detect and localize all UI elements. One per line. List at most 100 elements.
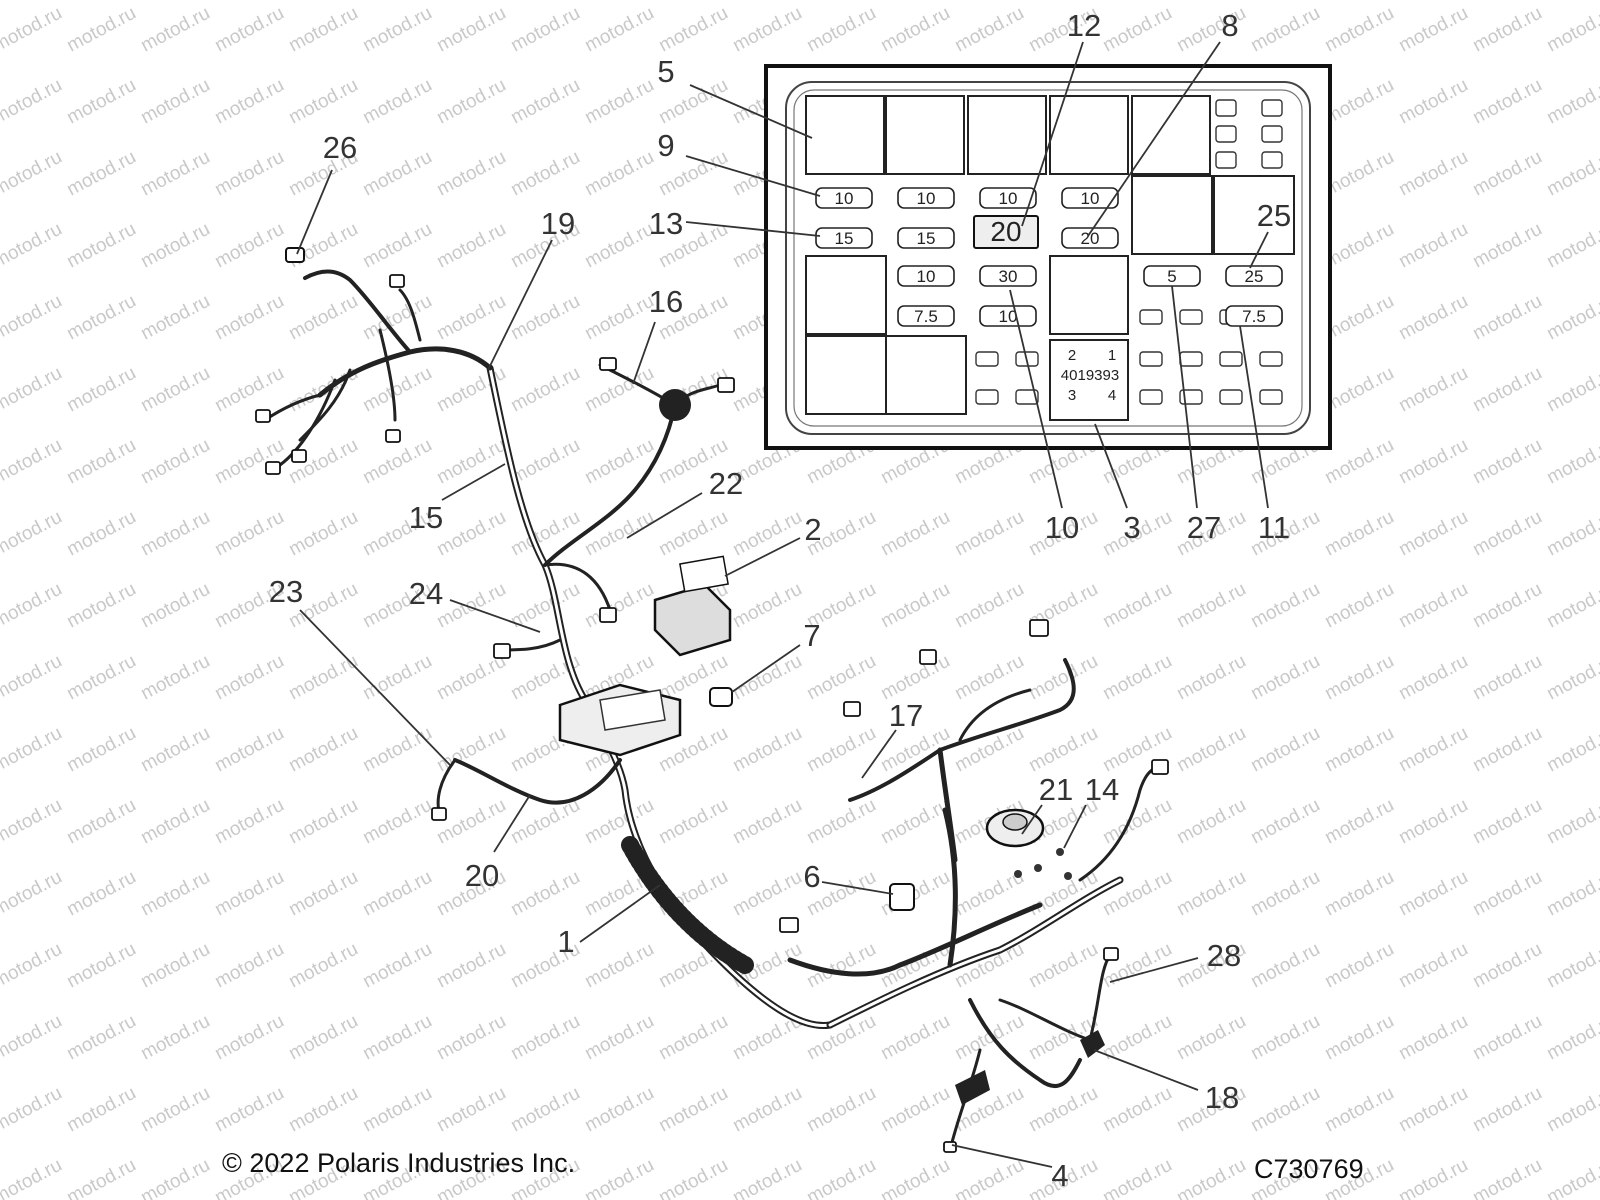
watermark-text: motod.ru: [0, 939, 66, 993]
callout-23: 23: [269, 574, 303, 609]
watermark-text: motod.ru: [137, 867, 213, 921]
watermark-text: motod.ru: [1173, 1155, 1249, 1200]
watermark-text: motod.ru: [1395, 291, 1471, 345]
watermark-text: motod.ru: [1321, 291, 1397, 345]
watermark-text: motod.ru: [359, 723, 435, 777]
fuse-11: 5: [1143, 265, 1201, 287]
watermark-text: motod.ru: [359, 939, 435, 993]
watermark-text: motod.ru: [1395, 795, 1471, 849]
watermark-text: motod.ru: [137, 435, 213, 489]
watermark-text: motod.ru: [1247, 1083, 1323, 1137]
fuse-2-rating: 10: [917, 189, 936, 208]
watermark-text: motod.ru: [1469, 795, 1545, 849]
watermark-text: motod.ru: [1543, 147, 1600, 201]
callout-20: 20: [465, 858, 499, 893]
watermark-text: motod.ru: [507, 435, 583, 489]
watermark-text: motod.ru: [433, 507, 509, 561]
callout-19: 19: [541, 206, 575, 241]
watermark-text: motod.ru: [1247, 579, 1323, 633]
watermark-text: motod.ru: [1247, 867, 1323, 921]
watermark-text: motod.ru: [0, 1155, 66, 1200]
watermark-text: motod.ru: [1247, 795, 1323, 849]
watermark-text: motod.ru: [951, 1011, 1027, 1065]
watermark-text: motod.ru: [729, 867, 805, 921]
watermark-text: motod.ru: [0, 867, 66, 921]
fuse-13-rating: 7.5: [1242, 307, 1266, 326]
watermark-text: motod.ru: [581, 1083, 657, 1137]
watermark-text: motod.ru: [1395, 723, 1471, 777]
watermark-text: motod.ru: [1543, 1083, 1600, 1137]
fuse-box-inset: 10 10 10 10 15 15 20 20 10 30 5 25 7.5 1…: [764, 64, 1332, 450]
watermark-text: motod.ru: [1469, 939, 1545, 993]
watermark-text: motod.ru: [1395, 3, 1471, 57]
watermark-text: motod.ru: [359, 219, 435, 273]
watermark-text: motod.ru: [359, 867, 435, 921]
watermark-text: motod.ru: [581, 579, 657, 633]
watermark-text: motod.ru: [729, 1155, 805, 1200]
watermark-text: motod.ru: [211, 723, 287, 777]
watermark-text: motod.ru: [1173, 579, 1249, 633]
watermark-text: motod.ru: [507, 1011, 583, 1065]
watermark-text: motod.ru: [137, 795, 213, 849]
watermark-text: motod.ru: [877, 651, 953, 705]
fuse-5-rating: 15: [835, 229, 854, 248]
watermark-text: motod.ru: [1173, 1011, 1249, 1065]
watermark-text: motod.ru: [1395, 75, 1471, 129]
watermark-text: motod.ru: [1099, 579, 1175, 633]
watermark-text: motod.ru: [137, 147, 213, 201]
watermark-text: motod.ru: [63, 75, 139, 129]
watermark-text: motod.ru: [63, 3, 139, 57]
watermark-text: motod.ru: [1321, 363, 1397, 417]
watermark-text: motod.ru: [285, 651, 361, 705]
watermark-text: motod.ru: [211, 363, 287, 417]
watermark-text: motod.ru: [63, 1011, 139, 1065]
watermark-text: motod.ru: [1321, 219, 1397, 273]
watermark-text: motod.ru: [359, 3, 435, 57]
fasteners-14: [1014, 848, 1072, 880]
connector-26: [285, 247, 305, 263]
watermark-text: motod.ru: [63, 147, 139, 201]
watermark-text: motod.ru: [285, 75, 361, 129]
watermark-text: motod.ru: [0, 651, 66, 705]
watermark-text: motod.ru: [1247, 723, 1323, 777]
watermark-text: motod.ru: [433, 579, 509, 633]
watermark-text: motod.ru: [285, 291, 361, 345]
fuse-1-rating: 10: [835, 189, 854, 208]
fuse-4: 10: [1061, 187, 1119, 209]
watermark-text: motod.ru: [1395, 579, 1471, 633]
watermark-text: motod.ru: [285, 939, 361, 993]
callout-5: 5: [657, 54, 674, 89]
watermark-text: motod.ru: [1321, 723, 1397, 777]
callout-14: 14: [1085, 772, 1119, 807]
watermark-text: motod.ru: [0, 75, 66, 129]
watermark-text: motod.ru: [433, 795, 509, 849]
watermark-text: motod.ru: [729, 795, 805, 849]
watermark-text: motod.ru: [433, 939, 509, 993]
watermark-text: motod.ru: [433, 147, 509, 201]
watermark-text: motod.ru: [211, 147, 287, 201]
watermark-text: motod.ru: [877, 1011, 953, 1065]
watermark-text: motod.ru: [0, 363, 66, 417]
watermark-text: motod.ru: [433, 75, 509, 129]
fuse-13: 7.5: [1225, 305, 1283, 327]
watermark-text: motod.ru: [581, 939, 657, 993]
watermark-text: motod.ru: [1247, 3, 1323, 57]
watermark-text: motod.ru: [1099, 939, 1175, 993]
watermark-text: motod.ru: [1321, 579, 1397, 633]
watermark-text: motod.ru: [211, 651, 287, 705]
watermark-text: motod.ru: [803, 651, 879, 705]
watermark-text: motod.ru: [211, 867, 287, 921]
watermark-text: motod.ru: [1469, 507, 1545, 561]
watermark-text: motod.ru: [877, 1083, 953, 1137]
watermark-text: motod.ru: [63, 1155, 139, 1200]
watermark-text: motod.ru: [285, 867, 361, 921]
watermark-text: motod.ru: [803, 3, 879, 57]
watermark-text: motod.ru: [729, 651, 805, 705]
callout-24: 24: [409, 576, 443, 611]
watermark-text: motod.ru: [1543, 291, 1600, 345]
watermark-text: motod.ru: [359, 795, 435, 849]
watermark-text: motod.ru: [1469, 147, 1545, 201]
callout-11: 11: [1258, 510, 1290, 545]
watermark-text: motod.ru: [1543, 867, 1600, 921]
watermark-text: motod.ru: [1321, 507, 1397, 561]
